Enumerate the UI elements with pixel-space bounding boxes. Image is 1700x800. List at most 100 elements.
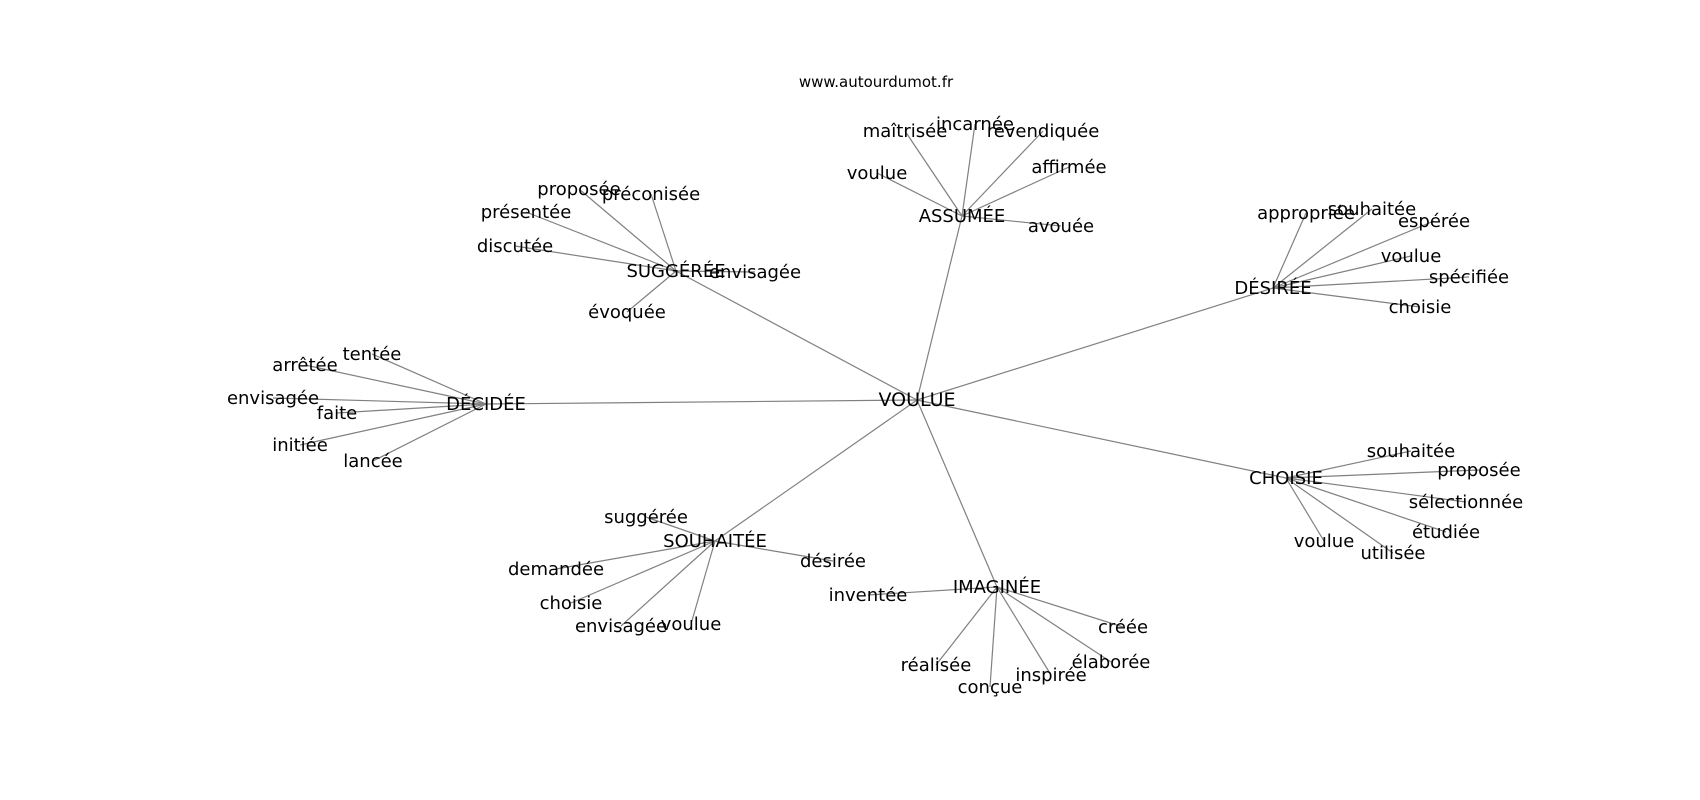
leaf-node-souhaitee: envisagée <box>575 616 667 637</box>
edge-desiree-leaf <box>1272 276 1470 289</box>
leaf-node-decidee: faite <box>317 403 358 424</box>
leaf-node-suggeree: proposée <box>537 179 620 200</box>
edge-assumee-leaf <box>904 130 963 217</box>
edge-suggeree-leaf <box>525 211 677 272</box>
edge-choisie-leaf <box>1285 477 1447 533</box>
leaf-node-desiree: choisie <box>1389 297 1452 318</box>
edge-decidee-leaf <box>304 364 487 405</box>
leaf-node-choisie: étudiée <box>1412 522 1480 543</box>
edge-decidee-leaf <box>336 403 487 414</box>
leaf-node-imaginee: inspirée <box>1015 665 1086 686</box>
edge-imaginee-leaf <box>935 586 998 666</box>
graph-edges <box>272 123 1480 688</box>
leaf-node-souhaitee: choisie <box>540 593 603 614</box>
edge-decidee-leaf <box>272 397 487 405</box>
edge-souhaitee-leaf <box>690 540 716 625</box>
leaf-node-desiree: spécifiée <box>1429 267 1509 288</box>
leaf-node-souhaitee: voulue <box>661 614 722 635</box>
leaf-node-suggeree: discutée <box>477 236 553 257</box>
leaf-node-desiree: voulue <box>1381 246 1442 267</box>
leaf-node-choisie: utilisée <box>1361 543 1426 564</box>
edge-decidee-leaf <box>299 403 487 446</box>
hub-node-choisie: CHOISIE <box>1249 468 1323 489</box>
edge-center-assumee <box>916 215 963 401</box>
edge-choisie-leaf <box>1285 469 1480 479</box>
leaf-node-imaginee: créée <box>1098 617 1148 638</box>
site-label: www.autourdumot.fr <box>799 73 954 91</box>
edge-suggeree-leaf <box>626 270 677 313</box>
edge-desiree-leaf <box>1272 220 1435 289</box>
leaf-node-imaginee: réalisée <box>901 655 972 676</box>
edge-souhaitee-leaf <box>714 540 834 562</box>
edge-souhaitee-leaf <box>645 516 716 542</box>
hub-node-souhaitee: SOUHAITÉE <box>663 530 767 552</box>
edge-choisie-leaf <box>1285 450 1412 479</box>
leaf-node-decidee: lancée <box>343 451 402 472</box>
edge-souhaitee-leaf <box>620 540 716 627</box>
leaf-node-imaginee: conçue <box>958 677 1023 698</box>
leaf-node-suggeree: préconisée <box>602 184 700 205</box>
edge-center-imaginee <box>916 399 998 588</box>
hub-node-suggeree: SUGGÉRÉE <box>626 260 725 282</box>
leaf-node-assumee: voulue <box>847 163 908 184</box>
edge-choisie-leaf <box>1285 477 1394 554</box>
edge-souhaitee-leaf <box>570 540 716 604</box>
edge-imaginee-leaf <box>989 586 998 688</box>
leaf-node-assumee: maîtrisée <box>863 121 948 142</box>
edge-suggeree-leaf <box>514 245 677 272</box>
leaf-node-decidee: arrêtée <box>272 355 337 376</box>
edge-center-suggeree <box>675 270 918 401</box>
leaf-node-desiree: souhaitée <box>1328 199 1416 220</box>
leaf-node-decidee: envisagée <box>227 388 319 409</box>
leaf-node-choisie: voulue <box>1294 531 1355 552</box>
hub-node-desiree: DÉSIRÉE <box>1234 277 1311 299</box>
edge-souhaitee-leaf <box>555 540 716 570</box>
graph-labels: www.autourdumot.fr VOULUE ASSUMÉE maîtrisé… <box>227 73 1523 698</box>
leaf-node-imaginee: inventée <box>829 585 908 606</box>
edge-center-choisie <box>916 399 1287 479</box>
edge-center-decidee <box>485 399 918 405</box>
edge-choisie-leaf <box>1285 477 1467 503</box>
leaf-node-desiree: espérée <box>1398 211 1470 232</box>
edge-imaginee-leaf <box>996 586 1052 676</box>
edge-decidee-leaf <box>372 403 487 462</box>
edge-assumee-leaf <box>961 166 1070 217</box>
edge-suggeree-leaf <box>675 270 756 273</box>
hub-node-decidee: DÉCIDÉE <box>446 393 526 415</box>
leaf-node-desiree: appropriée <box>1257 203 1355 224</box>
leaf-node-souhaitee: désirée <box>800 551 866 572</box>
edge-assumee-leaf <box>961 123 976 217</box>
center-node-label: VOULUE <box>878 389 955 411</box>
leaf-node-souhaitee: demandée <box>508 559 604 580</box>
leaf-node-suggeree: évoquée <box>588 302 666 323</box>
leaf-node-imaginee: élaborée <box>1072 652 1151 673</box>
leaf-node-assumee: incarnée <box>936 114 1014 135</box>
edge-choisie-leaf <box>1285 477 1325 542</box>
hub-node-imaginee: IMAGINÉE <box>953 576 1041 598</box>
leaf-node-assumee: affirmée <box>1031 157 1106 178</box>
edge-desiree-leaf <box>1272 212 1307 289</box>
leaf-node-suggeree: envisagée <box>709 262 801 283</box>
edge-center-souhaitee <box>714 399 918 542</box>
edge-suggeree-leaf <box>650 193 677 272</box>
leaf-node-decidee: initiée <box>272 435 328 456</box>
edge-imaginee-leaf <box>867 586 998 596</box>
edge-assumee-leaf <box>961 130 1044 217</box>
edge-assumee-leaf <box>961 215 1062 227</box>
edge-imaginee-leaf <box>996 586 1112 663</box>
leaf-node-choisie: souhaitée <box>1367 441 1455 462</box>
hub-node-assumee: ASSUMÉE <box>919 205 1006 227</box>
leaf-node-suggeree: présentée <box>481 202 572 223</box>
leaf-node-choisie: proposée <box>1437 460 1520 481</box>
edge-desiree-leaf <box>1272 208 1373 289</box>
edge-assumee-leaf <box>876 172 963 217</box>
leaf-node-souhaitee: suggérée <box>604 507 688 528</box>
leaf-node-assumee: revendiquée <box>987 121 1100 142</box>
edge-center-desiree <box>916 287 1274 401</box>
edge-imaginee-leaf <box>996 586 1124 628</box>
leaf-node-decidee: tentée <box>343 344 402 365</box>
leaf-node-choisie: sélectionnée <box>1409 492 1523 513</box>
edge-suggeree-leaf <box>578 188 677 272</box>
edge-desiree-leaf <box>1272 287 1421 308</box>
